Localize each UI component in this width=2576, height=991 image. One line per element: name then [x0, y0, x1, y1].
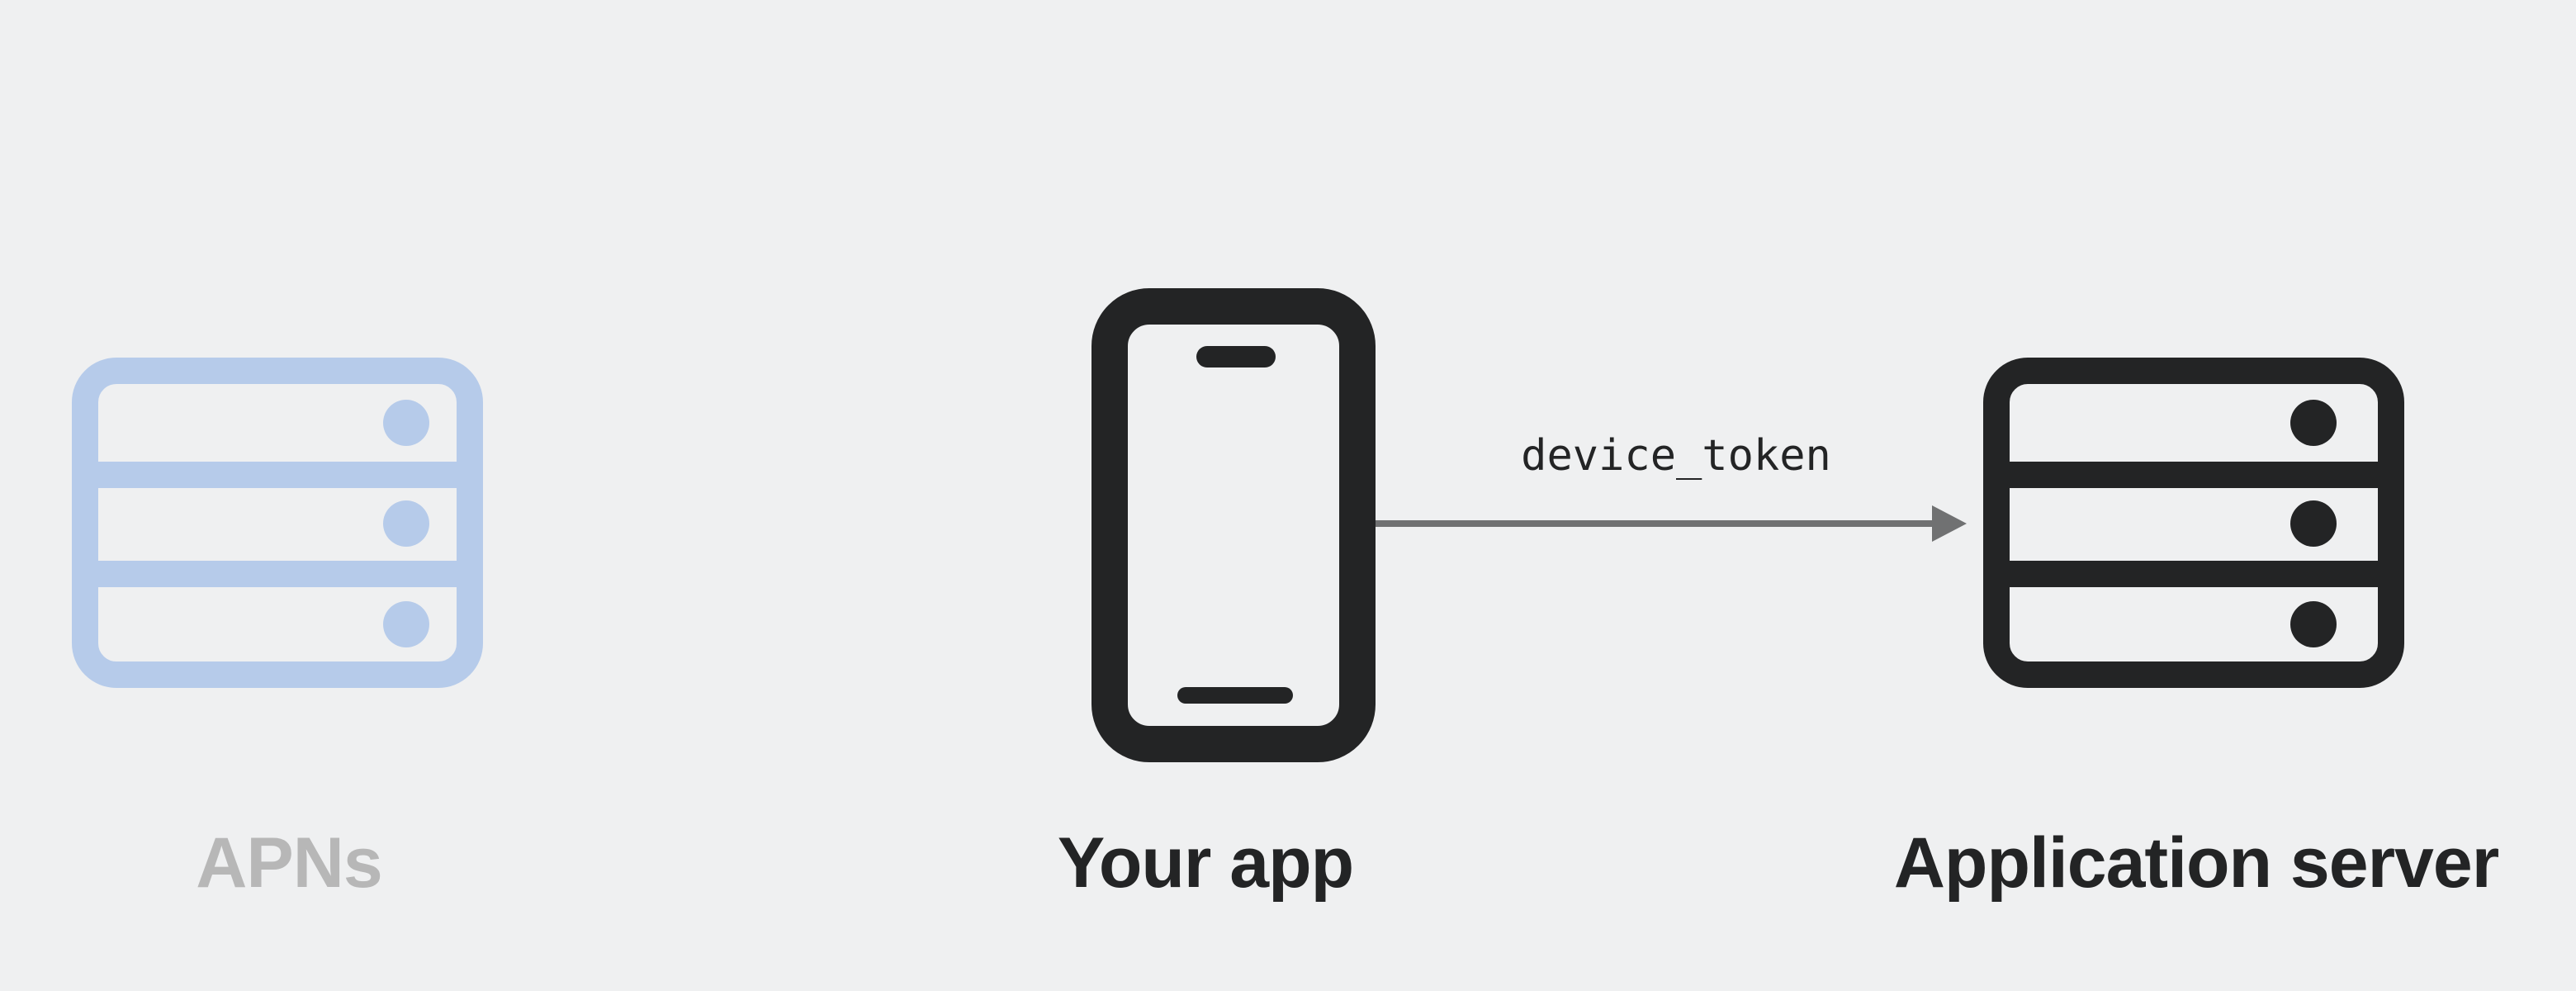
- application-server-icon: [1983, 358, 2404, 688]
- application-server-led: [2290, 500, 2337, 547]
- application-server-body: [1983, 358, 2404, 688]
- iphone-body: [1091, 288, 1376, 762]
- application-server-label: Application server: [1893, 823, 2499, 903]
- apns-server-led: [383, 500, 429, 547]
- application-server-led: [2290, 601, 2337, 647]
- apns-server-icon: [72, 358, 483, 688]
- arrow-head-icon: [1932, 505, 1967, 542]
- iphone-icon: [1091, 288, 1376, 762]
- apns-server-body: [72, 358, 483, 688]
- apns-label: APNs: [196, 823, 382, 903]
- apns-server-led: [383, 400, 429, 446]
- device-token-arrow: [1376, 505, 1967, 542]
- application-server-led: [2290, 400, 2337, 446]
- device-token-label: device_token: [1521, 431, 1831, 481]
- your-app-label: Your app: [1057, 823, 1354, 903]
- apns-server-led: [383, 601, 429, 647]
